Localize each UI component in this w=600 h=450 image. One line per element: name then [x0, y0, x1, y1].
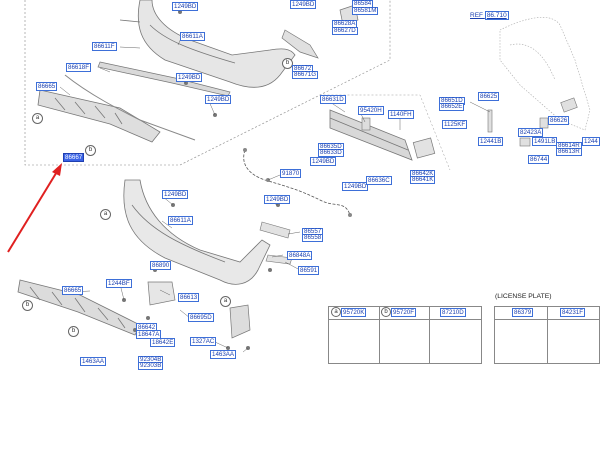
reflector	[265, 254, 293, 265]
part-label[interactable]: 82423A	[518, 128, 544, 137]
part-label[interactable]: 1249BD	[172, 2, 199, 11]
ref-link[interactable]: REF 86.710	[470, 11, 509, 20]
part-label[interactable]: 1249BD	[290, 0, 317, 9]
part-label[interactable]: 86631D	[320, 95, 346, 104]
part-label[interactable]: 86626	[548, 116, 570, 125]
part-label[interactable]: 1249BD	[176, 73, 203, 82]
part-label[interactable]: 86633D	[318, 149, 344, 157]
ref-code: 86.710	[484, 11, 509, 20]
part-label[interactable]: 86641K	[410, 176, 436, 184]
part-label[interactable]: 1249BD	[205, 95, 232, 104]
part-label[interactable]: 86744	[528, 155, 550, 164]
part-label[interactable]: 86695D	[188, 313, 214, 322]
part-label[interactable]: 86671G	[292, 71, 319, 79]
sensor-table-header	[329, 307, 481, 320]
callout-b-upper: b	[85, 145, 96, 156]
part-label[interactable]: 86581M	[352, 7, 379, 15]
part-label[interactable]: 86665	[36, 82, 58, 91]
table-part-label[interactable]: 86379	[512, 308, 534, 317]
part-label[interactable]: 86652E	[439, 103, 465, 111]
part-label[interactable]: 86611F	[92, 42, 117, 51]
sensor-bracket	[361, 117, 371, 131]
table-part-label[interactable]: 84231F	[560, 308, 585, 317]
part-label[interactable]: 86636C	[366, 176, 392, 185]
part-label[interactable]: 12441B	[478, 137, 504, 146]
part-label[interactable]: 18642E	[150, 338, 176, 347]
part-label[interactable]: 1249BD	[264, 195, 291, 204]
part-label[interactable]: 86611A	[180, 32, 205, 41]
part-label[interactable]: 86591	[298, 266, 320, 275]
table-divider	[547, 307, 548, 363]
table-divider	[379, 307, 380, 363]
part-label[interactable]: 86618F	[66, 63, 91, 72]
table-callout-b: b	[381, 307, 391, 317]
callout-a-upper: a	[32, 113, 43, 124]
table-part-label[interactable]: 95720F	[391, 308, 416, 317]
part-label[interactable]: 86848A	[287, 251, 313, 260]
callout-a-right: a	[220, 296, 231, 307]
part-label[interactable]: 1244	[582, 137, 600, 146]
part-label[interactable]: 1249BD	[310, 157, 337, 166]
license-plate-title: (LICENSE PLATE)	[495, 293, 552, 300]
wiring-harness	[243, 149, 351, 216]
part-label[interactable]: 86890	[150, 261, 172, 270]
part-label[interactable]: 86627D	[332, 27, 358, 35]
part-label[interactable]: 86558	[302, 234, 324, 242]
part-label[interactable]: 95420H	[358, 106, 384, 115]
part-label[interactable]: 86625	[478, 92, 500, 101]
table-divider	[429, 307, 430, 363]
part-label[interactable]: 92303B	[138, 362, 164, 370]
part-label[interactable]: 91870	[280, 169, 302, 178]
part-label[interactable]: 18647A	[136, 330, 162, 339]
ref-prefix: REF	[470, 12, 483, 19]
upper-rail-wire	[64, 74, 196, 141]
table-part-label[interactable]: 87210D	[440, 308, 466, 317]
body-quarter-panel-sketch	[499, 17, 591, 131]
part-label[interactable]: 1249BD	[162, 190, 189, 199]
lower-corner-bracket	[147, 281, 176, 306]
part-label[interactable]: 86613	[178, 293, 200, 302]
part-label[interactable]: 1463AA	[210, 350, 237, 359]
part-label[interactable]: 1327AC	[190, 337, 217, 346]
lower-diffuser	[17, 279, 141, 336]
reflector-bracket	[259, 221, 291, 239]
table-part-label[interactable]: 95720K	[341, 308, 367, 317]
part-label[interactable]: 86611A	[168, 216, 193, 225]
red-pointer-arrow	[7, 163, 62, 253]
callout-b-top: b	[282, 58, 293, 69]
part-label-highlighted[interactable]: 86667	[63, 153, 85, 162]
mud-flap	[229, 304, 251, 339]
part-label[interactable]: 1491LB	[532, 137, 558, 146]
part-label[interactable]: 86613R	[556, 148, 582, 156]
table-callout-a: a	[331, 307, 341, 317]
callout-a-lower: a	[100, 209, 111, 220]
callout-b-lower: b	[68, 326, 79, 337]
lower-bumper-cover	[123, 179, 271, 285]
absorber-block	[412, 137, 436, 159]
center-dashed-frame	[179, 94, 451, 171]
callout-b-left: b	[22, 300, 33, 311]
part-label[interactable]: 1249BD	[342, 182, 369, 191]
rear-impact-beam	[329, 109, 413, 161]
part-label[interactable]: 1244BF	[106, 279, 132, 288]
part-label[interactable]: 1140FH	[388, 110, 414, 119]
part-label[interactable]: 1125KF	[442, 120, 468, 129]
part-label[interactable]: 86665	[62, 286, 84, 295]
upper-bumper-cover	[119, 0, 296, 88]
upper-diffuser-panel	[37, 89, 161, 143]
part-label[interactable]: 1463AA	[80, 357, 107, 366]
